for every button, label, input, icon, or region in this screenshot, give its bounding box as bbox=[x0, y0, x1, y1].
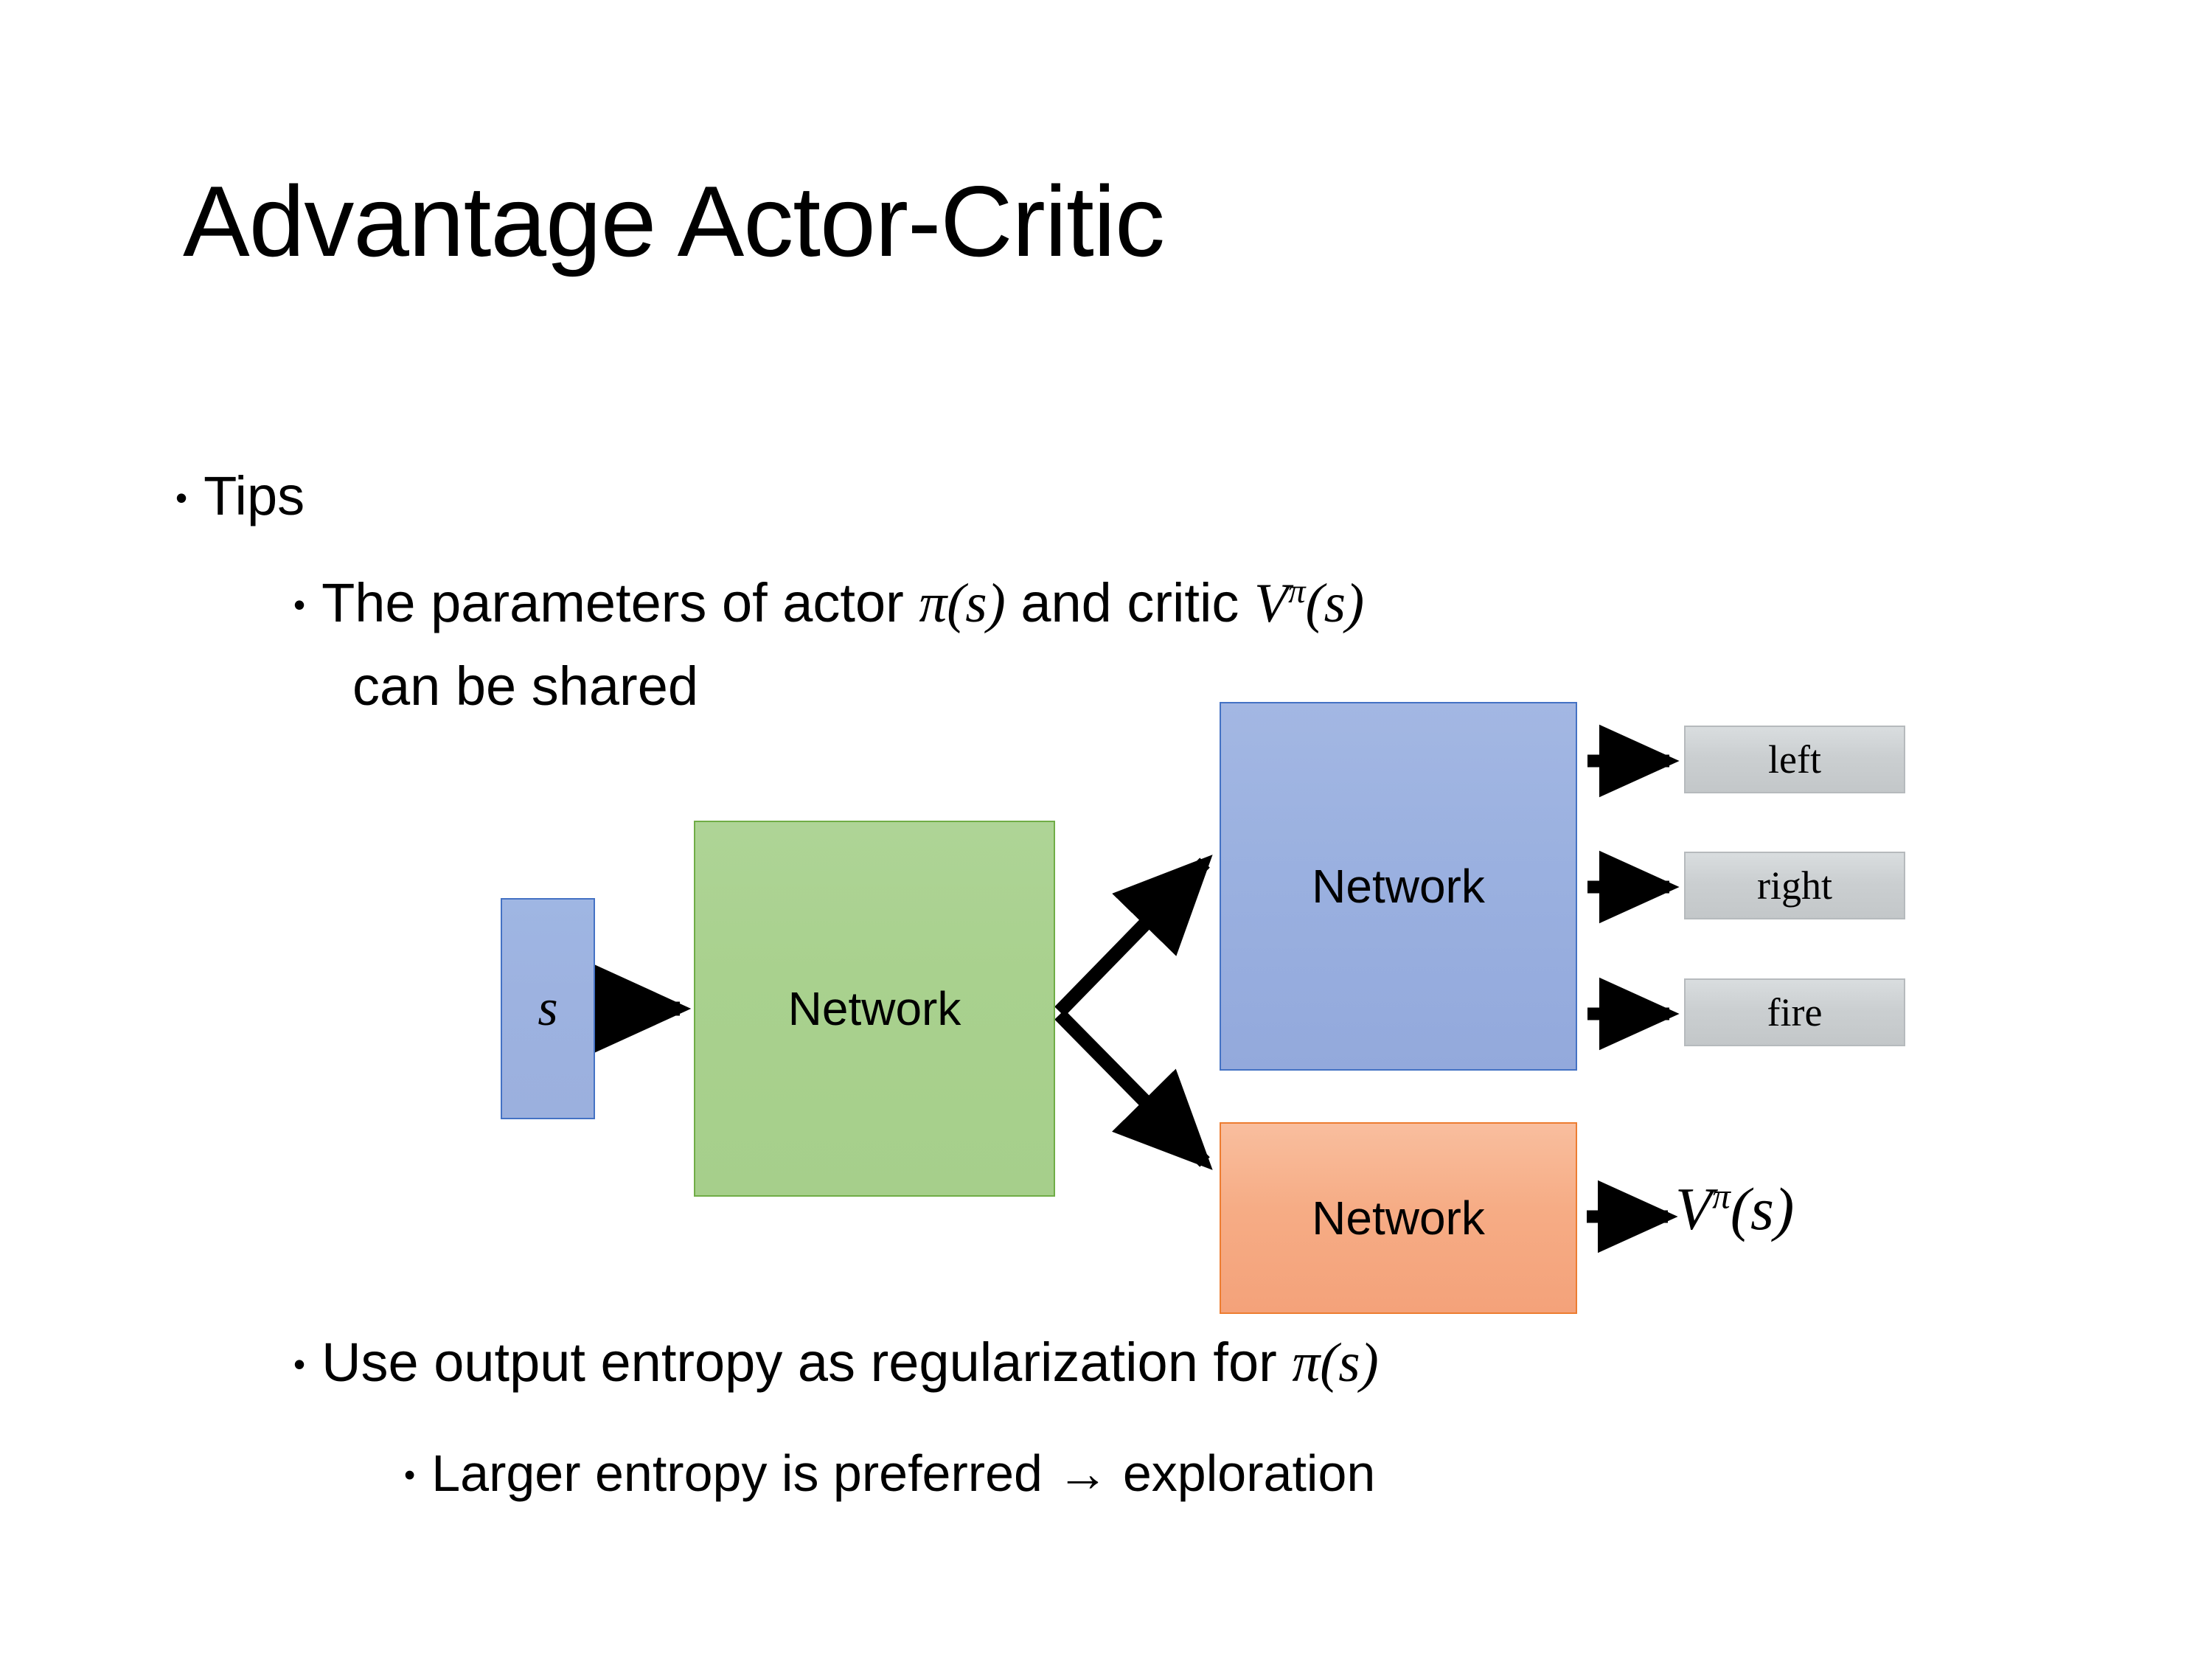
arrow-shared-to-critic bbox=[1054, 1009, 1213, 1170]
action-chip-left[interactable]: left bbox=[1684, 726, 1905, 793]
page-title: Advantage Actor-Critic bbox=[183, 165, 1165, 277]
action-chip-right[interactable]: right bbox=[1684, 852, 1905, 919]
node-shared-network[interactable]: Network bbox=[694, 821, 1055, 1197]
bullet-can-be-shared-label: can be shared bbox=[352, 655, 699, 717]
bullet-parameters-text-b: and critic bbox=[1005, 572, 1254, 634]
node-input-state[interactable]: s bbox=[501, 898, 595, 1119]
bullet-marker-icon: • bbox=[293, 1344, 306, 1383]
node-actor-network-label: Network bbox=[1312, 860, 1485, 913]
action-chip-fire[interactable]: fire bbox=[1684, 978, 1905, 1046]
action-chip-left-label: left bbox=[1768, 737, 1821, 782]
action-chip-right-label: right bbox=[1757, 863, 1832, 908]
math-v-symbol: V bbox=[1254, 573, 1289, 635]
bullet-parameters-line2: can be shared bbox=[352, 655, 698, 717]
bullet-parameters-line1: • The parameters of actor π(s) and criti… bbox=[293, 571, 1364, 636]
node-critic-network[interactable]: Network bbox=[1220, 1122, 1577, 1314]
action-chip-fire-label: fire bbox=[1767, 990, 1823, 1034]
math-pi-of-s: π(s) bbox=[1292, 1332, 1379, 1394]
bullet-marker-icon: • bbox=[175, 478, 188, 517]
bullet-larger-entropy-label: Larger entropy is preferred → exploratio… bbox=[431, 1444, 1376, 1502]
bullet-parameters-text-a: The parameters of actor bbox=[321, 572, 919, 634]
node-actor-network[interactable]: Network bbox=[1220, 702, 1577, 1071]
node-shared-network-label: Network bbox=[787, 982, 961, 1035]
node-input-state-label: s bbox=[538, 980, 558, 1037]
bullet-entropy-text: Use output entropy as regularization for bbox=[321, 1332, 1293, 1393]
critic-output-pi-superscript: π bbox=[1712, 1175, 1731, 1217]
bullet-marker-icon: • bbox=[293, 585, 306, 624]
bullet-entropy-regularization: • Use output entropy as regularization f… bbox=[293, 1331, 1379, 1395]
critic-output-v-symbol: V bbox=[1675, 1175, 1713, 1242]
critic-output-value: Vπ(s) bbox=[1675, 1175, 1794, 1244]
node-critic-network-label: Network bbox=[1312, 1192, 1485, 1245]
bullet-tips-label: Tips bbox=[204, 465, 305, 526]
bullet-marker-icon: • bbox=[404, 1458, 416, 1494]
math-arg-of-s: (s) bbox=[1305, 573, 1365, 635]
math-pi-superscript: π bbox=[1288, 572, 1306, 611]
critic-output-arg: (s) bbox=[1730, 1175, 1795, 1242]
math-v-pi-of-s: Vπ(s) bbox=[1254, 572, 1365, 635]
math-pi-of-s: π(s) bbox=[919, 573, 1006, 635]
arrow-shared-to-actor bbox=[1054, 855, 1213, 1017]
bullet-tips: • Tips bbox=[175, 465, 305, 527]
bullet-larger-entropy: • Larger entropy is preferred → explorat… bbox=[404, 1444, 1375, 1503]
